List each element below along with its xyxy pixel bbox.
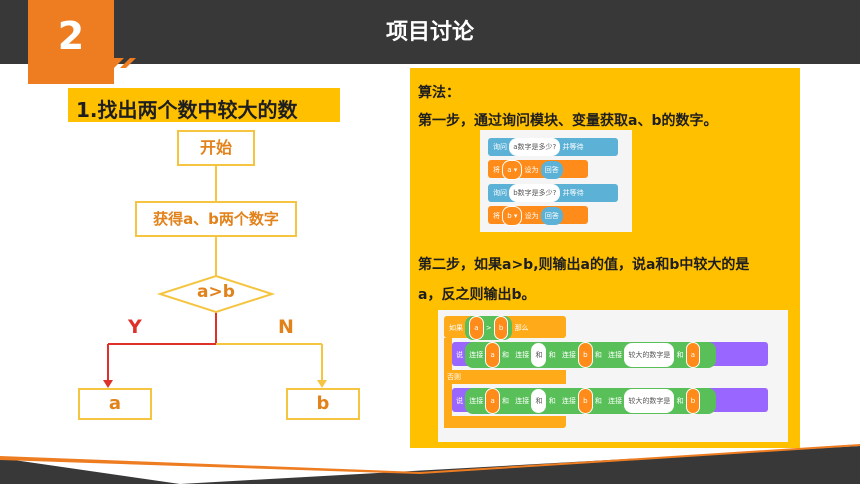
output-a-node: a [78, 388, 152, 420]
input-node: 获得a、b两个数字 [135, 201, 297, 237]
header-bar [0, 0, 860, 64]
algorithm-step2-line2: a，反之则输出b。 [418, 287, 536, 303]
section-number-box [28, 0, 114, 84]
set-b-block: 将 b ▾ 设为 回答 [488, 206, 588, 226]
page-title: 项目讨论 [385, 20, 474, 45]
ask-a-block: 询问 a数字是多少? 并等待 [488, 138, 618, 156]
section-number: 2 [57, 14, 85, 58]
say-a-block: 说 连接 a 和 连接 和 和 连接 b 和 连接 较大的数字是 和 a [452, 342, 768, 368]
decision-label: a>b [197, 282, 235, 302]
start-node-label: 开始 [199, 138, 232, 157]
decision-diamond [156, 274, 276, 314]
no-label: N [278, 316, 294, 338]
input-node-label: 获得a、b两个数字 [153, 210, 279, 228]
algorithm-step2-line1: 第二步，如果a>b,则输出a的值，说a和b中较大的是 [418, 257, 750, 273]
if-end-cap [444, 416, 566, 428]
algorithm-step1: 第一步，通过询问模块、变量获取a、b的数字。 [418, 113, 718, 129]
code-snippet-input: 询问 a数字是多少? 并等待 将 a ▾ 设为 回答 询问 b数字是多少? 并等… [480, 130, 632, 232]
ask-b-block: 询问 b数字是多少? 并等待 [488, 184, 618, 202]
flowchart-connectors [103, 166, 327, 388]
output-a-label: a [108, 393, 122, 414]
set-a-block: 将 a ▾ 设为 回答 [488, 160, 588, 180]
code-snippet-if-else: 如果 a > b 那么 说 连接 a 和 连接 和 和 连接 b 和 连接 较大… [438, 310, 788, 442]
footer-decor [0, 444, 860, 484]
subtitle-highlight [68, 88, 340, 122]
output-b-node: b [286, 388, 360, 420]
algorithm-title: 算法： [418, 85, 460, 101]
output-b-label: b [316, 393, 330, 414]
decor-stripes [114, 58, 136, 68]
yes-label: Y [128, 316, 142, 338]
start-node: 开始 [177, 130, 255, 166]
else-label: 否则 [444, 370, 566, 384]
say-b-block: 说 连接 a 和 连接 和 和 连接 b 和 连接 较大的数字是 和 b [452, 388, 768, 414]
if-block: 如果 a > b 那么 [444, 316, 566, 340]
subtitle: 1.找出两个数中较大的数 [76, 98, 298, 122]
